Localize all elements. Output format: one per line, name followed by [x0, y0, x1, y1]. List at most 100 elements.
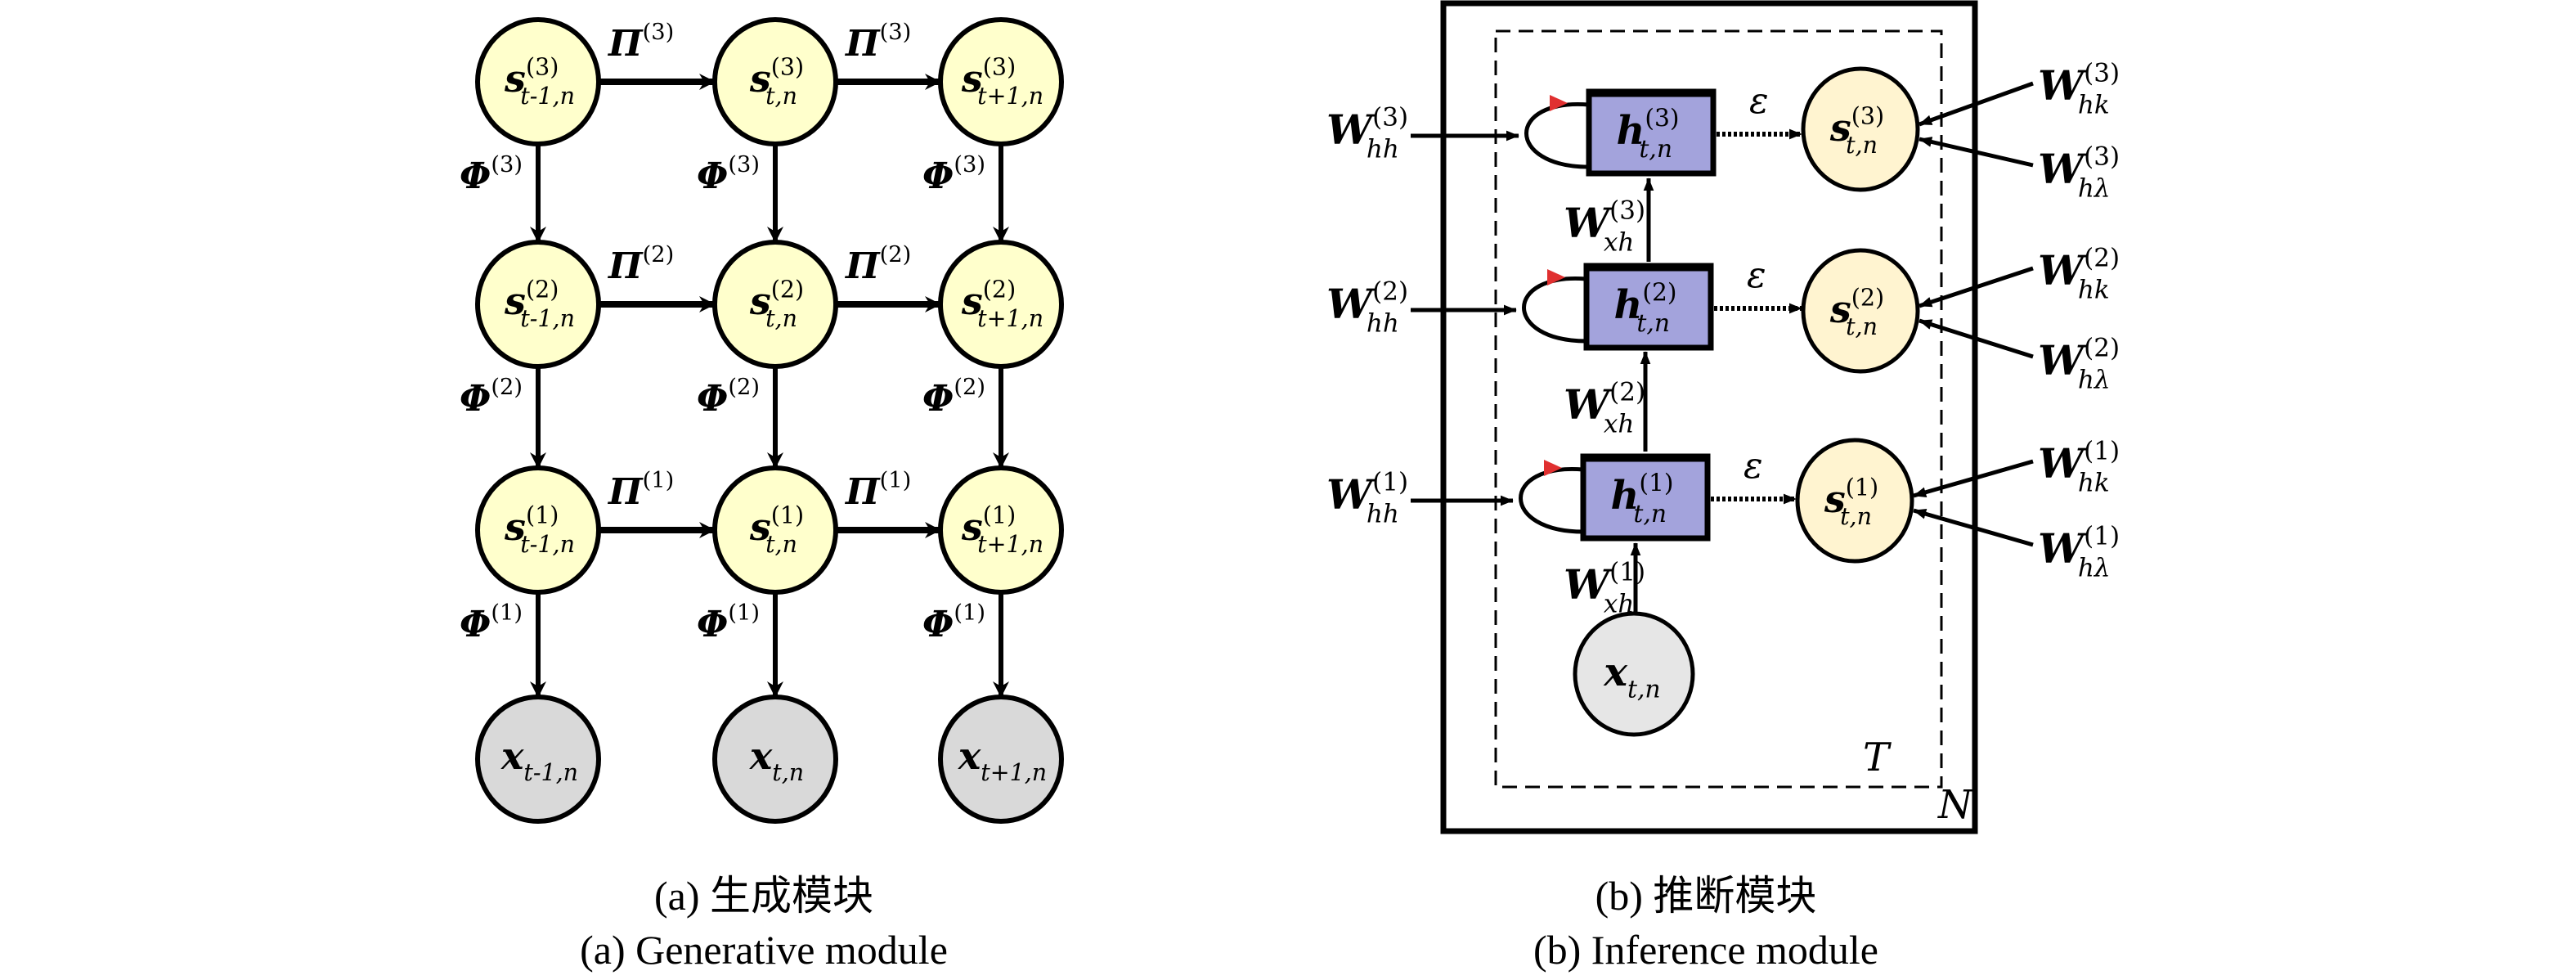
posterior-state-node-level2: s(2)t,n: [1801, 248, 1920, 374]
epsilon-label-level3: ε: [1749, 80, 1769, 122]
observation-node-col1: xt-1,n: [475, 695, 601, 824]
transition-label-level3: Π(3): [844, 20, 911, 65]
posterior-state-circle: [1801, 248, 1920, 374]
output-weight-label-hlambda-level3: W(3)hλ: [2038, 142, 2120, 204]
recurrent-loop-level1: [1519, 467, 1584, 534]
observation-node-col2: xt,n: [712, 695, 838, 824]
observation-label: xt-1,n: [500, 734, 578, 786]
loop-arrowhead-icon: [1547, 269, 1565, 285]
posterior-state-label: s(1)t,n: [1824, 474, 1878, 530]
inner-plate-label: T: [1863, 735, 1892, 780]
caption-a-chinese: (a) 生成模块: [654, 873, 873, 919]
state-circle: [475, 465, 601, 595]
posterior-state-circle: [1795, 438, 1914, 564]
output-weight-label-hk-level3: W(3)hk: [2038, 59, 2120, 120]
state-node-level3-col2: s(3)t,n: [712, 17, 838, 146]
outer-plate-label: N: [1937, 782, 1974, 828]
state-label: s(1)t+1,n: [961, 501, 1043, 558]
state-circle: [712, 17, 838, 146]
state-circle: [938, 17, 1064, 146]
recurrent-weight-label-level2: W(2)hh: [1326, 277, 1408, 339]
transition-label-level1: Π(1): [607, 468, 674, 513]
state-label: s(1)t-1,n: [504, 501, 575, 558]
output-weight-arrow-hk-level2: [1919, 266, 2034, 308]
inner-plate-T: [1494, 29, 1943, 789]
state-label: s(2)t-1,n: [504, 276, 575, 332]
input-weight-label-level1: W(1)xh: [1564, 558, 1645, 619]
emission-label-level3: Φ(3): [697, 152, 760, 197]
transition-label-level3: Π(3): [607, 20, 674, 65]
emission-label-level2: Φ(2): [697, 375, 760, 420]
posterior-state-label: s(3)t,n: [1829, 102, 1884, 159]
hidden-node-level1: h(1)t,n: [1580, 453, 1711, 542]
output-weight-arrow-hlambda-level1: [1913, 508, 2034, 547]
input-weight-label-level2: W(2)xh: [1564, 378, 1645, 439]
state-circle: [938, 465, 1064, 595]
posterior-state-label: s(2)t,n: [1829, 284, 1884, 340]
emission-label-level1: Φ(1): [922, 600, 985, 645]
panel-inference-module: TNh(3)t,n W(3)hh ε s(3)t,n W(3)hkW(3)hλ h(2)t…: [1326, 0, 2120, 834]
output-weight-label-hk-level1: W(1)hk: [2038, 437, 2120, 498]
state-label: s(2)t,n: [749, 276, 804, 332]
posterior-state-node-level1: s(1)t,n: [1795, 438, 1914, 564]
transition-label-level1: Π(1): [844, 468, 911, 513]
caption-b-chinese: (b) 推断模块: [1595, 873, 1817, 919]
state-node-level2-col1: s(2)t-1,n: [475, 240, 601, 369]
recurrent-weight-label-level1: W(1)hh: [1326, 468, 1408, 529]
posterior-state-node-level3: s(3)t,n: [1801, 66, 1920, 192]
input-weight-label-level3: W(3)xh: [1564, 196, 1645, 258]
hidden-box: [1580, 453, 1711, 542]
panel-generative-module: s(3)t-1,n s(3)t,n s(3)t+1,n s(2)t-1,n s(2)t,…: [460, 17, 1064, 824]
caption-b-english: (b) Inference module: [1533, 927, 1878, 973]
hidden-label: h(2)t,n: [1613, 278, 1676, 337]
output-weight-arrow-hlambda-level2: [1919, 318, 2034, 359]
recurrent-loop-level2: [1522, 276, 1587, 344]
observation-label: xt+1,n: [958, 734, 1047, 786]
caption-a-english: (a) Generative module: [580, 927, 948, 973]
output-weight-label-hk-level2: W(2)hk: [2038, 244, 2120, 305]
state-label: s(1)t,n: [749, 501, 804, 558]
loop-arrowhead-icon: [1550, 95, 1568, 111]
emission-label-level1: Φ(1): [460, 600, 523, 645]
loop-arrowhead-icon: [1544, 460, 1562, 476]
state-circle: [712, 465, 838, 595]
output-weight-label-hlambda-level2: W(2)hλ: [2038, 334, 2120, 395]
posterior-state-circle: [1801, 66, 1920, 192]
state-node-level3-col3: s(3)t+1,n: [938, 17, 1064, 146]
recurrent-weight-label-level3: W(3)hh: [1326, 103, 1408, 164]
output-weight-arrow-hk-level1: [1913, 459, 2034, 498]
hidden-label: h(1)t,n: [1610, 469, 1673, 528]
emission-label-level2: Φ(2): [460, 375, 523, 420]
input-node: xt,n: [1573, 611, 1695, 737]
transition-label-level2: Π(2): [844, 242, 911, 287]
state-circle: [938, 240, 1064, 369]
hidden-box: [1583, 263, 1714, 351]
state-node-level2-col2: s(2)t,n: [712, 240, 838, 369]
output-weight-label-hlambda-level1: W(1)hλ: [2038, 522, 2120, 583]
epsilon-label-level2: ε: [1747, 254, 1766, 296]
state-circle: [712, 240, 838, 369]
state-label: s(3)t+1,n: [961, 53, 1043, 110]
state-node-level2-col3: s(2)t+1,n: [938, 240, 1064, 369]
observation-node-col3: xt+1,n: [938, 695, 1064, 824]
state-label: s(2)t+1,n: [961, 276, 1043, 332]
output-weight-arrow-hk-level3: [1919, 81, 2034, 127]
epsilon-label-level1: ε: [1744, 445, 1763, 487]
hidden-node-level3: h(3)t,n: [1586, 88, 1717, 177]
hidden-box: [1586, 88, 1717, 177]
emission-label-level3: Φ(3): [922, 152, 985, 197]
state-node-level1-col1: s(1)t-1,n: [475, 465, 601, 595]
transition-label-level2: Π(2): [607, 242, 674, 287]
hidden-node-level2: h(2)t,n: [1583, 263, 1714, 351]
outer-plate-N: [1440, 0, 1978, 834]
emission-label-level3: Φ(3): [460, 152, 523, 197]
emission-label-level1: Φ(1): [697, 600, 760, 645]
state-label: s(3)t-1,n: [504, 53, 575, 110]
state-circle: [475, 17, 601, 146]
state-node-level1-col2: s(1)t,n: [712, 465, 838, 595]
hidden-label: h(3)t,n: [1616, 104, 1679, 163]
state-node-level1-col3: s(1)t+1,n: [938, 465, 1064, 595]
output-weight-arrow-hlambda-level3: [1919, 137, 2034, 168]
state-node-level3-col1: s(3)t-1,n: [475, 17, 601, 146]
